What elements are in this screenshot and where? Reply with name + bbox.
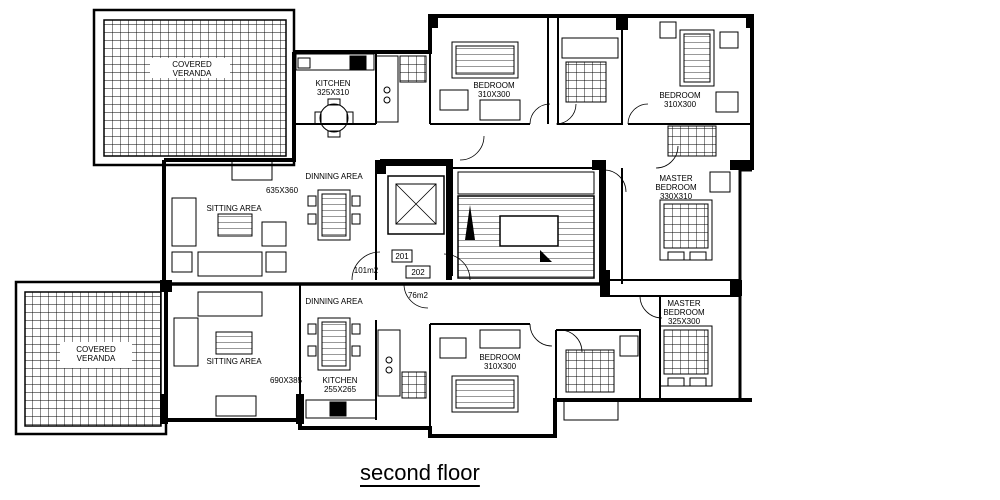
bedroom-top-left-dim: 310X300 <box>478 90 511 99</box>
kitchen-top-fixtures <box>295 53 399 123</box>
master-bottom-dim: 325X300 <box>668 317 701 326</box>
kitchen-bottom-fixtures <box>305 329 427 419</box>
bedroom-top-right-furniture <box>659 21 739 113</box>
bathroom-fixtures-top <box>399 37 717 157</box>
bedroom-top-right-label: BEDROOM <box>659 91 701 100</box>
bathroom-fixtures-bottom <box>563 335 639 421</box>
unit-202-label: 202 <box>411 268 425 277</box>
bedroom-bottom-furniture <box>439 329 521 413</box>
master-top-dim: 330X310 <box>660 192 693 201</box>
sitting-top-label: SITTING AREA <box>206 204 262 213</box>
bedroom-top-left-furniture <box>439 41 521 121</box>
kitchen-bottom-label: KITCHEN <box>322 376 357 385</box>
door-swings <box>351 103 679 353</box>
unit-202-box <box>405 265 431 279</box>
covered-veranda-top <box>92 8 296 167</box>
wall-blocks <box>160 16 754 424</box>
dining-table-top <box>307 189 361 241</box>
unit-201-box <box>391 249 413 263</box>
dining-bottom-label: DINNING AREA <box>305 297 363 306</box>
sofa-set-top <box>171 159 287 277</box>
elevator-shaft <box>387 175 445 235</box>
unit-201-label: 201 <box>395 252 409 261</box>
staircase <box>457 171 595 279</box>
living-bottom-dim: 690X385 <box>270 376 303 385</box>
dining-top-label: DINNING AREA <box>305 172 363 181</box>
dining-table-top-kitchen <box>314 98 354 138</box>
sitting-bottom-label: SITTING AREA <box>206 357 262 366</box>
kitchen-top-dim: 325X310 <box>317 88 350 97</box>
bedroom-top-left-label: BEDROOM <box>473 81 515 90</box>
master-bedroom-top-bed <box>659 171 731 261</box>
kitchen-bottom-dim: 255X265 <box>324 385 357 394</box>
floor-title: second floor <box>360 460 480 485</box>
bedroom-bottom-dim: 310X300 <box>484 362 517 371</box>
master-bedroom-bottom-bed <box>659 325 713 387</box>
bedroom-top-right-dim: 310X300 <box>664 100 697 109</box>
covered-veranda-bottom <box>14 280 168 436</box>
sofa-set-bottom <box>173 291 263 417</box>
dining-table-bottom <box>307 317 361 371</box>
area-202-label: 76m2 <box>408 291 429 300</box>
bedroom-bottom-label: BEDROOM <box>479 353 521 362</box>
kitchen-top-label: KITCHEN <box>315 79 350 88</box>
area-201-label: 101m2 <box>354 266 379 275</box>
living-top-dim: 635X360 <box>266 186 299 195</box>
